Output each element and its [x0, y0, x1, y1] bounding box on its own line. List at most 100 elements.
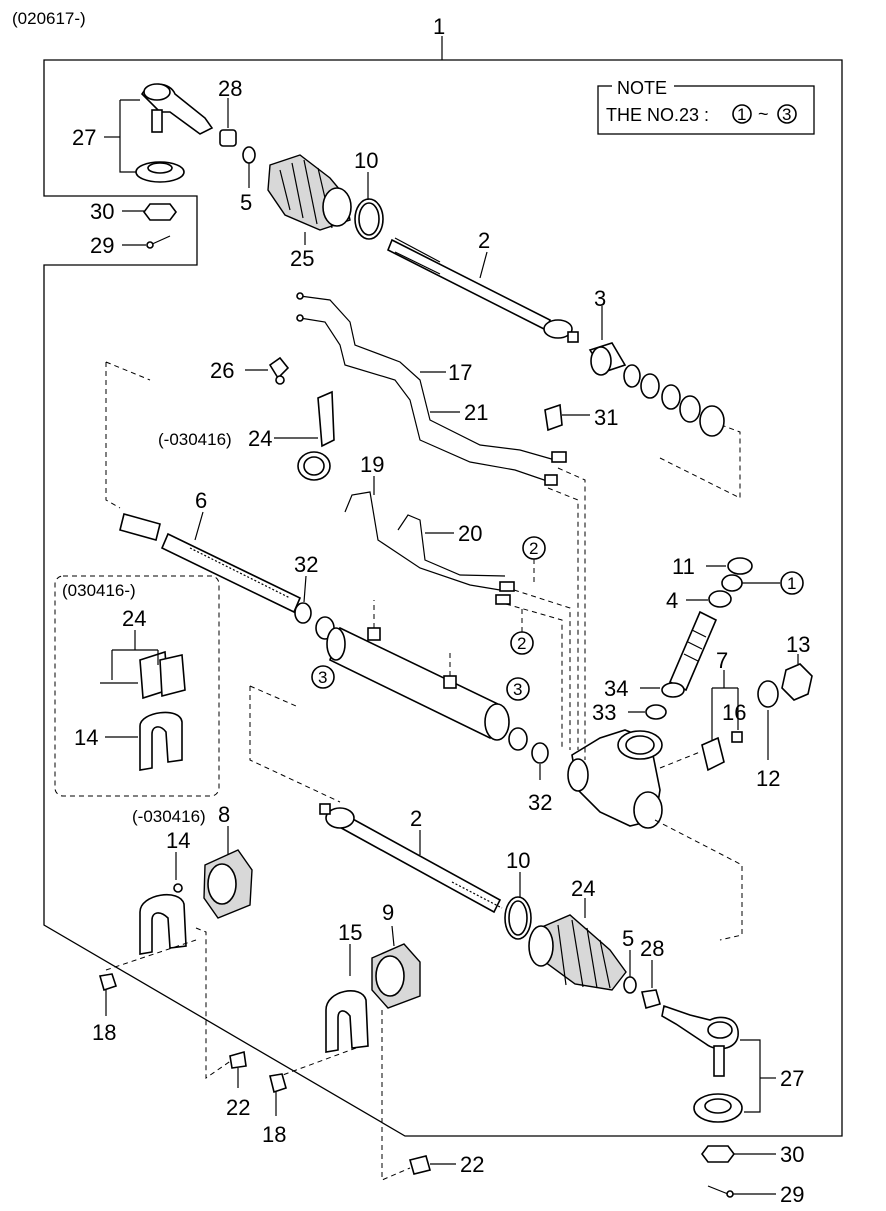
callout-14-lower: 14 — [166, 828, 190, 853]
ring-10-lower — [504, 872, 532, 940]
yoke-group-7 — [701, 670, 743, 772]
callout-28-upper: 28 — [218, 76, 242, 101]
ring-10-upper — [354, 172, 384, 240]
rack-6 — [119, 511, 302, 614]
callout-34: 34 — [604, 676, 628, 701]
callout-16: 16 — [722, 700, 746, 725]
tie-rod-end-upper — [104, 83, 214, 183]
callout-33: 33 — [592, 700, 616, 725]
bracket-24-upper — [274, 390, 335, 481]
callout-22-left: 22 — [226, 1095, 250, 1120]
plug-12 — [757, 680, 779, 760]
pin-29-upper — [122, 235, 171, 249]
seal-ring-1 — [721, 574, 743, 592]
callout-15: 15 — [338, 920, 362, 945]
bushing-9 — [371, 925, 421, 1009]
callout-17: 17 — [448, 360, 472, 385]
note-box: NOTE THE NO.23 : 1 ~ 3 — [597, 77, 815, 135]
callout-19: 19 — [360, 452, 384, 477]
tie-rod-end-lower — [661, 1004, 776, 1123]
callout-30-upper: 30 — [90, 199, 114, 224]
bolt-22-left — [229, 1050, 247, 1088]
callout-10-upper: 10 — [354, 148, 378, 173]
callout-18-center: 18 — [262, 1122, 286, 1147]
circled-2-b: 2 — [517, 634, 526, 653]
nut-18-center — [269, 1073, 287, 1116]
nut-28-upper — [219, 98, 237, 147]
callout-24-lower: 24 — [571, 876, 595, 901]
callout-6: 6 — [195, 488, 207, 513]
seal-ring-3-lower — [508, 727, 528, 751]
note-text: THE NO.23 : — [606, 105, 709, 125]
nut-30-lower — [701, 1145, 776, 1163]
circled-1: 1 — [787, 574, 796, 593]
clip-5-lower — [623, 950, 637, 994]
pipes-19-20 — [344, 476, 515, 605]
callout-29-upper: 29 — [90, 233, 114, 258]
callout-24-upper: 24 — [248, 426, 272, 451]
gear-housing — [567, 729, 663, 829]
callout-27-lower: 27 — [780, 1066, 804, 1091]
note-title: NOTE — [617, 78, 667, 98]
callout-26: 26 — [210, 358, 234, 383]
seal-32-upper — [294, 575, 312, 624]
note-tilde: ~ — [758, 104, 769, 124]
note-range-start: 1 — [737, 105, 746, 124]
callout-24-prefix: (-030416) — [158, 430, 232, 449]
clip-31 — [544, 403, 590, 432]
sleeve-3 — [588, 306, 725, 437]
rack-2-upper — [386, 237, 579, 343]
callout-5-lower: 5 — [622, 926, 634, 951]
model-code: (020617-) — [12, 9, 86, 28]
callout-11: 11 — [672, 554, 695, 579]
seal-33 — [628, 704, 667, 720]
callout-5-upper: 5 — [240, 190, 252, 215]
bearing-4 — [686, 590, 732, 608]
callout-13: 13 — [786, 632, 810, 657]
bushing-8 — [203, 826, 253, 919]
callout-32-lower: 32 — [528, 790, 552, 815]
bolt-22-right — [409, 1155, 456, 1175]
locknut-13 — [781, 654, 813, 701]
note-range-end: 3 — [782, 105, 791, 124]
nut-30-upper — [122, 203, 177, 221]
inset-label: (030416-) — [62, 581, 136, 600]
bracket-15 — [325, 944, 369, 1053]
callout-31: 31 — [594, 405, 618, 430]
boot-25 — [267, 154, 352, 245]
seal-32-lower — [531, 742, 549, 780]
bracket-14-lower — [139, 852, 187, 955]
nut-28-lower — [641, 960, 661, 1009]
pipes-17-21 — [296, 292, 567, 486]
callout-30-lower: 30 — [780, 1142, 804, 1167]
callout-20: 20 — [458, 521, 482, 546]
seal-34 — [640, 682, 685, 698]
callout-25: 25 — [290, 246, 314, 271]
callout-12: 12 — [756, 766, 780, 791]
circled-2-a: 2 — [529, 539, 538, 558]
callout-7: 7 — [716, 648, 728, 673]
boot-24-lower — [528, 898, 627, 991]
pin-29-lower — [707, 1185, 776, 1198]
callout-24-inset: 24 — [122, 606, 146, 631]
circled-3-b: 3 — [513, 680, 522, 699]
clip-5-upper — [242, 146, 256, 188]
assembly-frame — [43, 59, 843, 1137]
callout-22-right: 22 — [460, 1152, 484, 1177]
inset-box: (030416-) — [54, 575, 220, 797]
clamp-26 — [245, 356, 290, 385]
nut-18-left — [98, 973, 118, 1016]
circled-3-a: 3 — [318, 668, 327, 687]
callout-3: 3 — [594, 286, 606, 311]
callout-14-inset: 14 — [74, 725, 98, 750]
callout-1: 1 — [433, 14, 445, 39]
callout-8-prefix: (-030416) — [132, 807, 206, 826]
rack-2-lower — [319, 803, 503, 914]
dashed-guides — [105, 361, 743, 941]
callout-32-upper: 32 — [294, 552, 318, 577]
pinion-shaft — [668, 610, 718, 692]
callout-27-upper: 27 — [72, 125, 96, 150]
callout-29-lower: 29 — [780, 1182, 804, 1207]
callout-10-lower: 10 — [506, 848, 530, 873]
